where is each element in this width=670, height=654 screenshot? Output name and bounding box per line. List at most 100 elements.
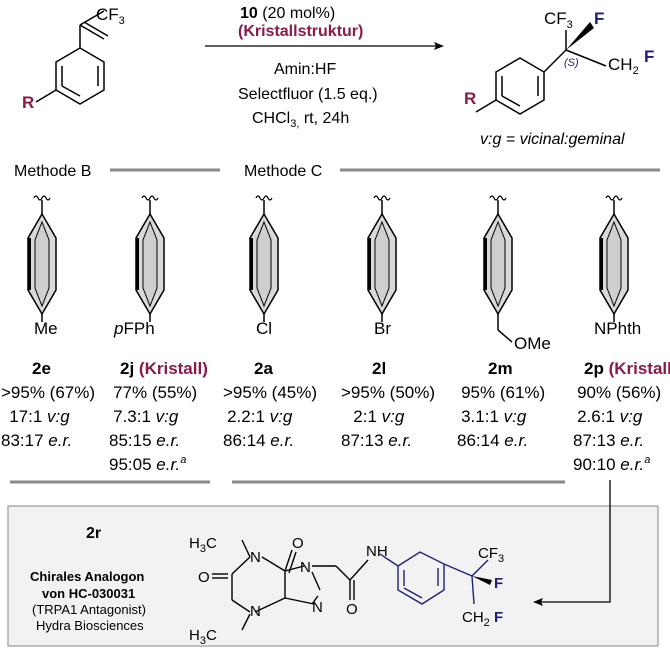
- ring-inner: [374, 220, 390, 308]
- reagent-selectfluor: Selectfluor (1.5 eq.): [238, 86, 378, 103]
- analog-f2: F: [494, 609, 503, 626]
- compound-line-2a-1: 2.2:1 v:g: [227, 407, 293, 426]
- analog-box: [7, 505, 659, 647]
- substituent-label-2a: Cl: [256, 319, 272, 338]
- method-c-label: Methode C: [244, 163, 322, 180]
- compound-block-2l: 2l >95% (50%) 2:1 v:g 87:13 e.r.: [341, 359, 435, 450]
- compound-line-2e-2: 83:17 e.r.: [1, 431, 72, 450]
- ring-bold-edge: [28, 238, 31, 290]
- analog-wedge: [472, 576, 492, 585]
- crystal-structure-note: (Kristallstruktur): [238, 23, 363, 40]
- connector-arrowhead: [533, 598, 543, 606]
- compound-line-2j-3: 95:05 e.r.a: [109, 454, 186, 474]
- catalyst-line: 10 (20 mol%): [240, 5, 335, 22]
- compound-block-2j: 2j (Kristall) 77% (55%) 7.3:1 v:g 85:15 e.r…: [109, 359, 208, 474]
- substituent-label-2p: NPhth: [594, 319, 641, 338]
- analog-sub-2: Hydra Biosciences: [36, 618, 144, 633]
- compound-line-2p-1: 2.6:1 v:g: [577, 407, 643, 426]
- solvent-conditions: CHCl3, rt, 24h: [252, 110, 349, 130]
- substrate-ring-2l: Br: [367, 195, 397, 338]
- ring-bold-edge: [136, 238, 139, 290]
- product-wedge: [566, 22, 594, 50]
- analog-o2: O: [198, 569, 210, 586]
- compound-line-2e-1: 17:1 v:g: [9, 407, 70, 426]
- ring-bond: [497, 329, 513, 343]
- analog-h3c-bot: H3C: [189, 627, 217, 647]
- method-b-label: Methode B: [14, 163, 91, 180]
- ring-inner: [490, 220, 506, 308]
- substrate-ring-2m: OMe: [483, 195, 551, 353]
- compound-line-2p-3: 90:10 e.r.a: [573, 454, 650, 474]
- substrate-ring-2j: pFPh: [113, 195, 165, 338]
- ratio-legend: v:g = vicinal:geminal: [480, 131, 625, 148]
- substrate-ring-2e: Me: [27, 195, 58, 338]
- compound-line-2l-2: 87:13 e.r.: [341, 431, 412, 450]
- compound-line-2p-2: 87:13 e.r.: [573, 431, 644, 450]
- compound-block-2e: 2e >95% (67%) 17:1 v:g 83:17 e.r.: [1, 359, 95, 450]
- reaction-arrowhead: [434, 42, 444, 50]
- compound-line-2j-0: 77% (55%): [113, 383, 197, 402]
- compound-line-2m-1: 3.1:1 v:g: [461, 407, 527, 426]
- compound-id-2j: 2j (Kristall): [120, 359, 208, 378]
- attachment-wavy-line: [33, 195, 51, 201]
- analog-sub-1: (TRPA1 Antagonist): [32, 602, 146, 617]
- analog-n4: N: [312, 599, 323, 616]
- compound-line-2a-2: 86:14 e.r.: [223, 431, 294, 450]
- ring-bold-edge: [600, 238, 603, 290]
- analog-cf3: CF3: [478, 545, 504, 565]
- compound-id-2a: 2a: [254, 359, 273, 378]
- analog-n1: N: [250, 549, 261, 566]
- start-r-label: R: [22, 93, 34, 112]
- substituent-label-2j: pFPh: [113, 319, 155, 338]
- analog-title-1: Chirales Analogon: [30, 569, 144, 584]
- analog-n3: N: [300, 559, 311, 576]
- compound-line-2j-1: 7.3:1 v:g: [113, 407, 179, 426]
- attachment-wavy-line: [255, 195, 273, 201]
- analog-ch2: CH2: [462, 609, 490, 629]
- compound-line-2m-0: 95% (61%): [461, 383, 545, 402]
- product-r-label: R: [464, 89, 476, 108]
- ring-inner: [34, 220, 50, 308]
- analog-h3c-top: H3C: [189, 535, 217, 555]
- analog-aryl-group: [379, 551, 489, 605]
- compound-line-2a-0: >95% (45%): [223, 383, 317, 402]
- ring-inner: [256, 220, 272, 308]
- compound-line-2l-0: >95% (50%): [341, 383, 435, 402]
- ring-bold-edge: [368, 238, 371, 290]
- ring-bold-edge: [250, 238, 253, 290]
- compound-id-2m: 2m: [488, 359, 513, 378]
- product-structure: [475, 30, 607, 115]
- analog-o1: O: [292, 535, 304, 552]
- product-f2-label: F: [644, 47, 654, 66]
- substituent-label-2l: Br: [374, 319, 391, 338]
- analog-n2: N: [250, 603, 261, 620]
- reagent-amine-hf: Amin:HF: [274, 61, 336, 78]
- compound-id-2e: 2e: [32, 359, 51, 378]
- starting-material-structure: [35, 10, 109, 105]
- compound-data: 2e >95% (67%) 17:1 v:g 83:17 e.r. 2j (Krista…: [1, 359, 670, 474]
- analog-nh: NH: [366, 543, 388, 560]
- compound-line-2l-1: 2:1 v:g: [353, 407, 405, 426]
- analog-id: 2r: [86, 525, 101, 542]
- compound-line-2j-2: 85:15 e.r.: [109, 431, 180, 450]
- ring-bold-edge: [484, 238, 487, 290]
- ring-inner: [142, 220, 158, 308]
- compound-id-2p: 2p (Kristall): [584, 359, 670, 378]
- analog-title-2: von HC-030031: [42, 586, 135, 601]
- compound-id-2l: 2l: [372, 359, 386, 378]
- compound-line-2p-0: 90% (56%): [577, 383, 661, 402]
- product-config-label: (S): [564, 57, 579, 69]
- compound-line-2e-0: >95% (67%): [1, 383, 95, 402]
- substituent-label-2e: Me: [34, 319, 58, 338]
- substrate-ring-2a: Cl: [249, 195, 279, 338]
- ring-inner: [606, 220, 622, 308]
- start-cf3-label: CF3: [96, 5, 125, 27]
- attachment-wavy-line: [141, 195, 159, 201]
- product-cf3-label: CF3: [544, 9, 573, 31]
- connector-line: [538, 480, 611, 603]
- substrate-ring-2p: NPhth: [594, 195, 641, 338]
- substituent-label-2m: OMe: [514, 334, 551, 353]
- attachment-wavy-line: [373, 195, 391, 201]
